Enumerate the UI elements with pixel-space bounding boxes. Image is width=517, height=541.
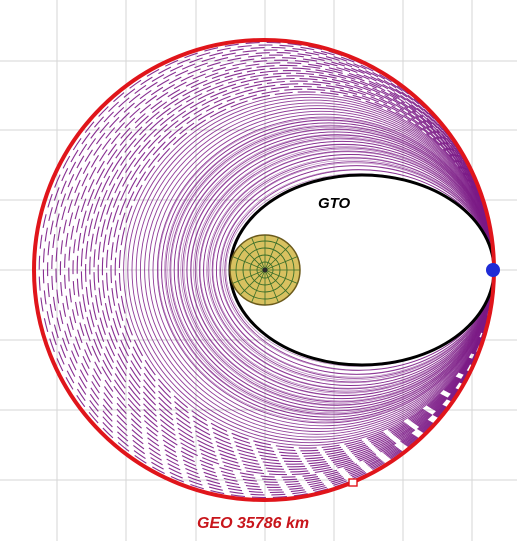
earth-center [262,267,268,273]
earth-meridian [251,269,266,303]
geo-label: GEO 35786 km [197,515,309,532]
satellite-dot-icon [486,263,500,277]
earth-meridian [264,237,279,271]
earth-meridian [240,245,266,271]
earth-meridian [251,237,266,271]
small-square-marker-icon [348,478,358,487]
earth-meridian [232,269,266,284]
gto-label: GTO [318,195,351,212]
earth-globe-icon [229,234,301,306]
earth-meridian [264,269,298,284]
earth-meridian [264,269,279,303]
earth-meridian [264,256,298,271]
earth-meridian [232,256,266,271]
gto-interior [231,176,493,364]
earth-meridian [264,269,290,295]
earth-meridian [240,269,266,295]
earth-meridian [264,245,290,271]
